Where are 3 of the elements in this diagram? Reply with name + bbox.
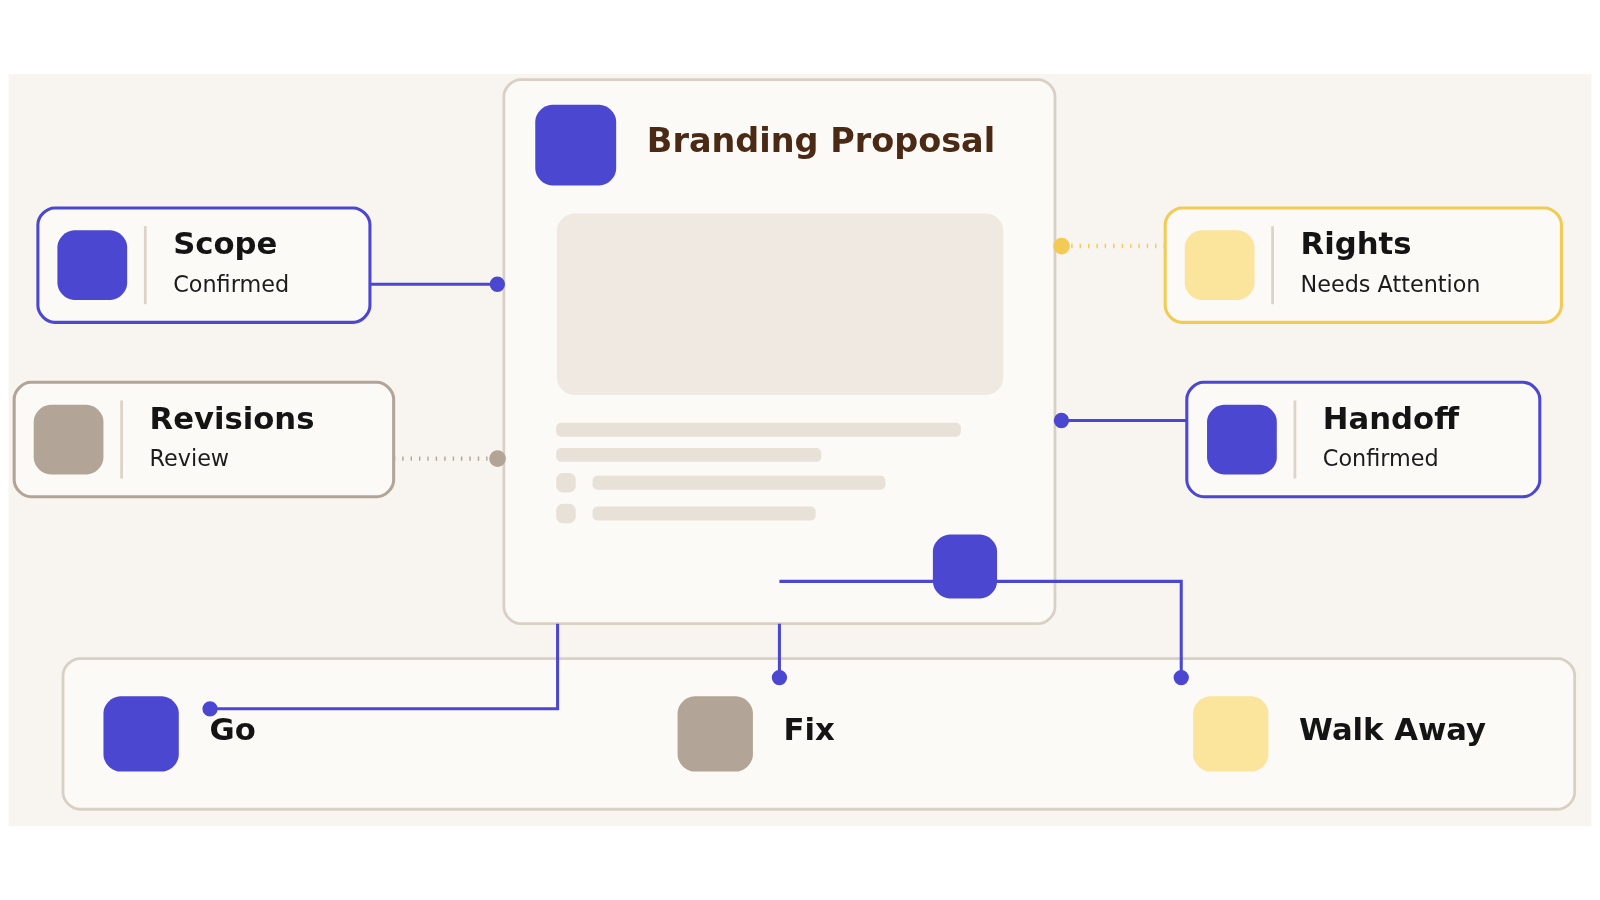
node-label: Go xyxy=(209,712,256,748)
node-label: Fix xyxy=(783,712,835,748)
node-label: Walk Away xyxy=(1299,712,1487,748)
